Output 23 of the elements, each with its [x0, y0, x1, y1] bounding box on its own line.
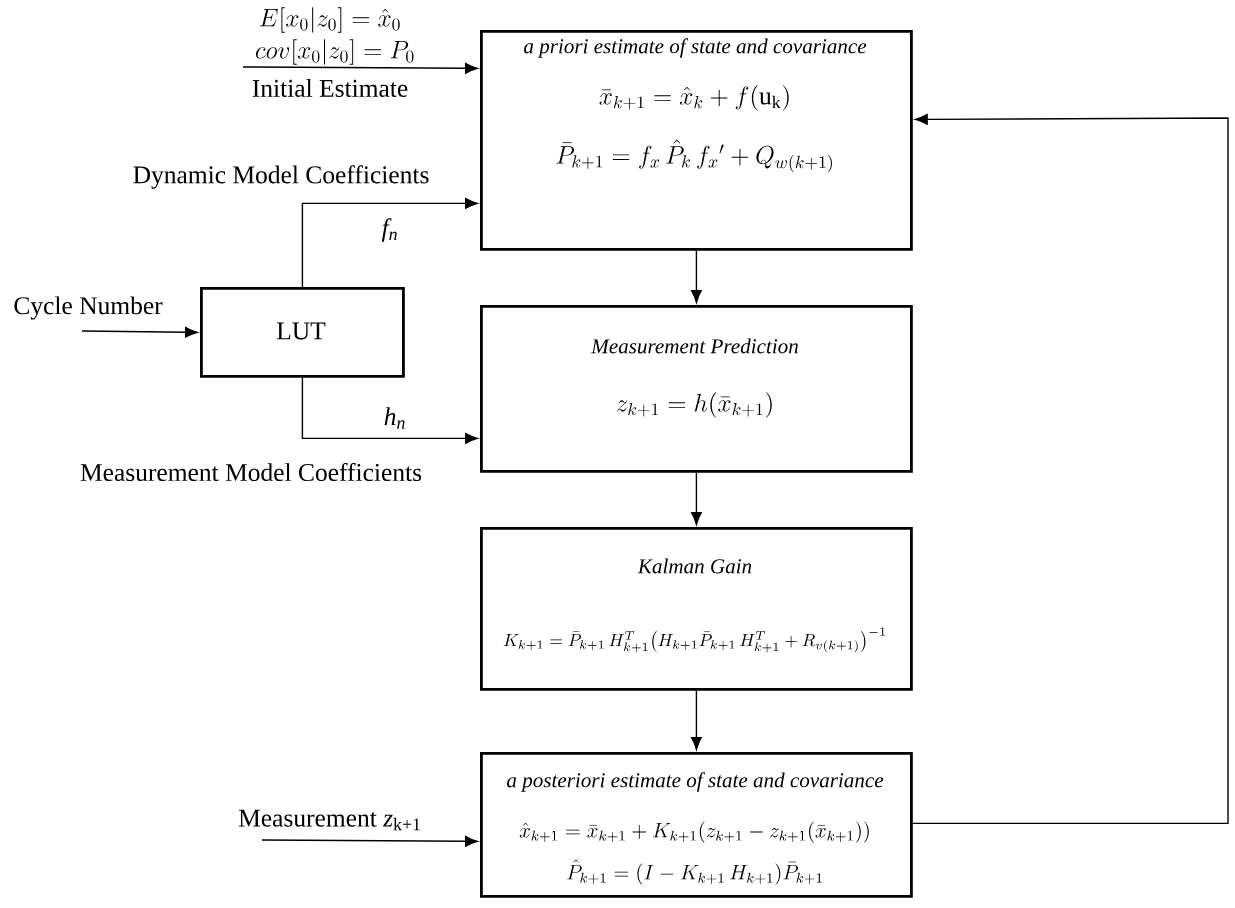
arrow [81, 326, 198, 338]
arrow [690, 250, 702, 303]
edge-label: Initial Estimate [252, 79, 408, 97]
formula-label: $cov[x_0|z_0] = P_0$ [255, 39, 414, 65]
arrow [301, 377, 478, 444]
text-label: Dynamic Model Coefficients [133, 165, 429, 189]
process-box: a posteriori estimate of state and covariance $\hat{x}_{k+1} = \bar{x}_{k+1} + K_{k+1}\big(z_{k+1} - z_{k+1}(\bar{x}_{k+1})\big)$ $\hat{P}_{k+1} = (I - K_{k+1}\,H_{k+1})\bar{P}_{k+1}$ [480, 752, 913, 898]
process-box: a priori estimate of state and covariance $\bar{x}_{k+1} = \hat{x}_k + f(\mathrm{u_k})$ $\bar{P}_{k+1} = f_x\,\hat{P}_k\,f_x{}' + Q_{w(k+1)}$ [480, 30, 913, 251]
edge-label: Cycle Number [14, 296, 163, 320]
arrow [301, 197, 478, 288]
arrow [242, 62, 478, 74]
arrow [690, 472, 702, 525]
edge-label: f$_{n}$ [381, 218, 397, 242]
arrow [261, 835, 478, 847]
edge-label: h$_{n}$ [384, 407, 405, 429]
formula-label: $E[x_0|z_0] = \hat{x}_0$ [259, 7, 400, 33]
lookup-table-box: LUT [200, 287, 405, 378]
edge-label: Measurement z$_{k+1}$ [238, 809, 420, 831]
text-label: Measurement Model Coefficients [80, 462, 422, 482]
process-box: Kalman Gain $K_{k+1} = \bar{P}_{k+1}\,H^T_{k+1}\big(H_{k+1}\bar{P}_{k+1}\,H^T_{k+1} + R_{v(k+1)}\big)^{-1}$ [480, 527, 913, 691]
arrow [912, 113, 1229, 825]
arrow [690, 690, 702, 750]
process-box: Measurement Prediction $z_{k+1} = h(\bar{x}_{k+1})$ [480, 305, 913, 473]
